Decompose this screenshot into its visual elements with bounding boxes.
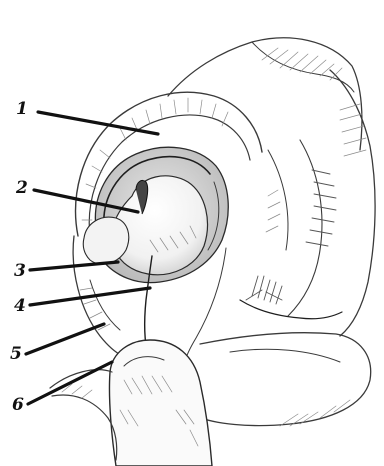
finger: [109, 340, 212, 466]
leader-line-5: [26, 324, 104, 354]
callout-label-6: 6: [12, 395, 24, 415]
callout-label-3: 3: [14, 261, 26, 281]
leader-line-4: [30, 288, 150, 305]
leader-line-6: [28, 362, 112, 404]
lower-left-fold: [50, 370, 117, 460]
callout-label-5: 5: [10, 344, 22, 364]
callout-label-2: 2: [15, 178, 28, 198]
leader-line-1: [38, 112, 158, 134]
callout-label-1: 1: [16, 99, 28, 119]
callout-labels: 1 2 3 4 5 6: [10, 99, 28, 415]
callout-label-4: 4: [14, 296, 26, 316]
